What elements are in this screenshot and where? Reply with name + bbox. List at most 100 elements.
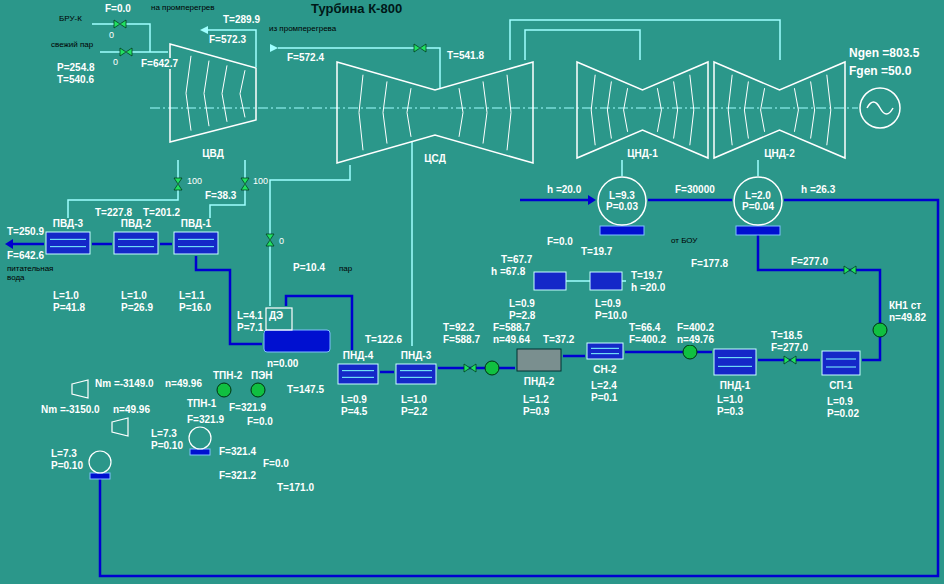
heater-box: ПВД-3 (44, 218, 92, 256)
drive-turbine (112, 418, 128, 436)
value-label: T=122.6 (364, 334, 403, 345)
value-label: F=0.0 (262, 458, 290, 469)
value-label: F=321.2 (218, 470, 257, 481)
unit-outline (761, 88, 765, 132)
condenser: L=2.0P=0.04 (732, 176, 784, 226)
drive-condenser (89, 451, 111, 473)
turbine-cylinder: ЦНД-1 (575, 60, 710, 160)
deaerator: ДЭ (262, 306, 332, 354)
value-label: F=30000 (674, 184, 716, 195)
value-label: T=92.2 (442, 322, 475, 333)
value-label: T=147.5 (286, 384, 325, 395)
value-label: L=1.0 (120, 290, 148, 301)
value-label: n=49.64 (492, 334, 531, 345)
text-holder: ДЭ (269, 310, 283, 321)
hotwell (90, 473, 110, 479)
valve-symbol (266, 240, 274, 246)
pipe-connector (757, 160, 759, 176)
value-label: P=0.10 (150, 440, 184, 451)
hotwell (90, 226, 780, 479)
unit-outline (718, 358, 752, 367)
generator-symbol (867, 102, 893, 114)
value-label: T=227.8 (94, 207, 133, 218)
value-label: n=0.00 (266, 358, 299, 369)
value-label: F=642.7 (140, 58, 179, 69)
value-label: n=49.96 (164, 378, 203, 389)
unit-outline (178, 239, 214, 246)
note-label: питательная вода (6, 264, 68, 282)
value-label: F=400.2 (628, 334, 667, 345)
unit-outline (400, 371, 432, 378)
steam-pipe (100, 51, 168, 53)
unit-label: L=9.3 (609, 190, 635, 201)
text-holder: ПНД-1 (712, 380, 758, 391)
value-label: T=19.7 (580, 246, 613, 257)
pipe-connector (270, 165, 350, 306)
pipe-connector (621, 160, 623, 176)
value-label: ПЭН (250, 370, 274, 381)
pipe-connector (563, 355, 585, 358)
valve-symbol (126, 48, 132, 56)
pipe-connector (525, 30, 640, 60)
steam-pipe (566, 280, 590, 282)
value-label: F=38.3 (204, 190, 237, 201)
value-label: Nm =-3150.0 (40, 404, 101, 415)
value-label: P=2.8 (508, 310, 536, 321)
pipe-connector (758, 226, 880, 360)
generator-symbol (860, 88, 900, 128)
value-label: n=49.82 (888, 312, 927, 323)
unit-outline (396, 364, 436, 384)
value-label: F=0.0 (546, 236, 574, 247)
value-label: T=66.4 (628, 322, 661, 333)
value-label: P=0.9 (522, 406, 550, 417)
value-label: L=1.1 (178, 290, 206, 301)
value-label: L=4.1 (236, 310, 264, 321)
value-label: L=0.9 (594, 298, 622, 309)
unit-outline (714, 349, 756, 375)
text-holder: ПНД-4 (336, 350, 380, 361)
value-label: P=2.2 (400, 406, 428, 417)
unit-outline (826, 359, 856, 367)
unit-outline (734, 177, 782, 225)
text-holder: СН-2 (585, 364, 625, 375)
value-label: Ngen =803.5 (848, 46, 920, 60)
unit-label: P=0.04 (742, 201, 774, 212)
unit-outline (359, 75, 363, 151)
value-label: h =20.0 (630, 282, 666, 293)
text-holder: ПНД-2 (515, 376, 563, 387)
pipe-connector (210, 160, 245, 218)
valve-symbol (114, 20, 120, 28)
value-label: P=0.3 (716, 406, 744, 417)
value-label: h =26.3 (800, 184, 836, 195)
text-holder: ПВД-3 (44, 218, 92, 229)
value-label: F=572.4 (286, 52, 325, 63)
pipe-connector (380, 371, 394, 374)
value-label: P=0.10 (50, 460, 84, 471)
steam-pipe (92, 24, 150, 52)
water-pipe (12, 243, 44, 246)
flow-arrow (588, 195, 596, 205)
unit-outline (598, 177, 646, 225)
unit-label: ЦВД (202, 148, 224, 159)
value-label: P=10.4 (292, 262, 326, 273)
note-label: на промперегрев (150, 3, 222, 12)
text-holder: L=9.3P=0.03 (596, 190, 648, 212)
hotwell (600, 226, 644, 235)
note-label: из промперегрева (268, 24, 342, 33)
ejector-cooler (590, 272, 622, 290)
generator-symbol (860, 88, 900, 128)
drive-condenser (89, 427, 211, 473)
unit-label: ПВД-1 (181, 218, 211, 229)
unit-outline (459, 88, 463, 137)
unit-outline (587, 343, 623, 359)
unit-outline (507, 75, 511, 151)
value-label: T=19.7 (630, 270, 663, 281)
flow-arrow (270, 44, 278, 52)
unit-outline (186, 56, 191, 131)
text-holder: СП-1 (820, 380, 862, 391)
unit-outline (342, 371, 374, 378)
unit-outline (335, 60, 535, 165)
pump-symbol (251, 383, 265, 397)
pump-symbol (217, 323, 887, 397)
valve-symbol (850, 266, 856, 274)
